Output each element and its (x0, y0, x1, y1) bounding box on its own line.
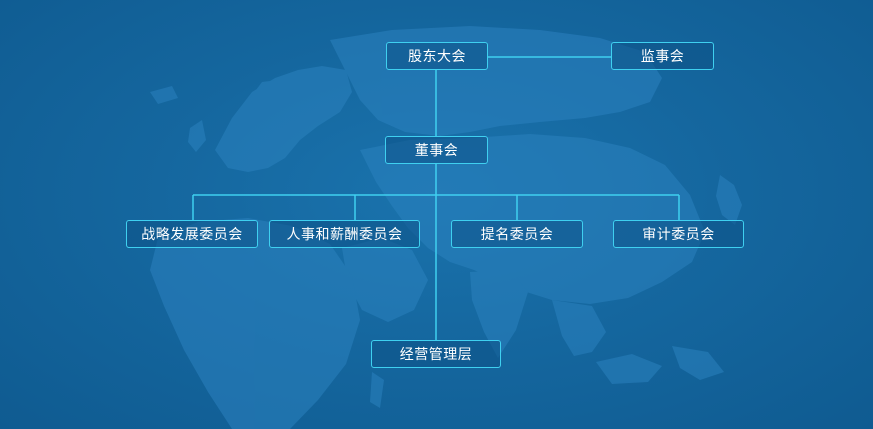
node-strategy-committee: 战略发展委员会 (126, 220, 258, 248)
node-audit-committee: 审计委员会 (613, 220, 744, 248)
node-shareholders-meeting: 股东大会 (386, 42, 488, 70)
node-board-of-directors: 董事会 (385, 136, 488, 164)
node-nomination-committee: 提名委员会 (451, 220, 583, 248)
node-management: 经营管理层 (371, 340, 501, 368)
node-supervisory-board: 监事会 (611, 42, 714, 70)
node-hr-compensation-committee: 人事和薪酬委员会 (269, 220, 420, 248)
